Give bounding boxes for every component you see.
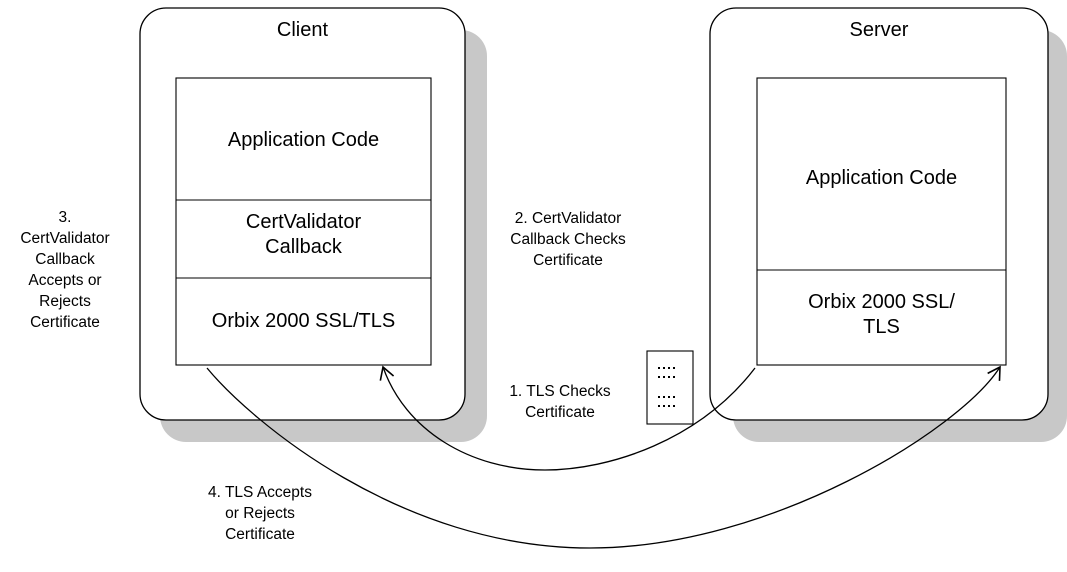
arrow-server-to-client: [379, 365, 756, 471]
step-2-label: 2. CertValidator Callback Checks Certifi…: [510, 210, 626, 269]
step-1-label: 1. TLS Checks Certificate: [509, 383, 611, 421]
server-layer-application-code: Application Code: [805, 167, 958, 189]
server-layer-ssl-tls: Orbix 2000 SSL/ TLS: [808, 291, 955, 339]
step-4-label: 4. TLS Accepts or Rejects Certificate: [208, 484, 312, 543]
certificate-icon: [646, 350, 694, 425]
client-title: Client: [276, 19, 329, 41]
client-layer-certvalidator-callback: CertValidator Callback: [245, 211, 362, 259]
step-3-label: 3. CertValidator Callback Accepts or Rej…: [20, 209, 110, 331]
server-title: Server: [849, 19, 909, 41]
arrow-client-to-server: [206, 365, 1001, 549]
client-layer-application-code: Application Code: [227, 129, 380, 151]
client-stack: [175, 77, 432, 366]
client-layer-ssl-tls: Orbix 2000 SSL/TLS: [211, 310, 396, 332]
server-stack: [756, 77, 1007, 366]
